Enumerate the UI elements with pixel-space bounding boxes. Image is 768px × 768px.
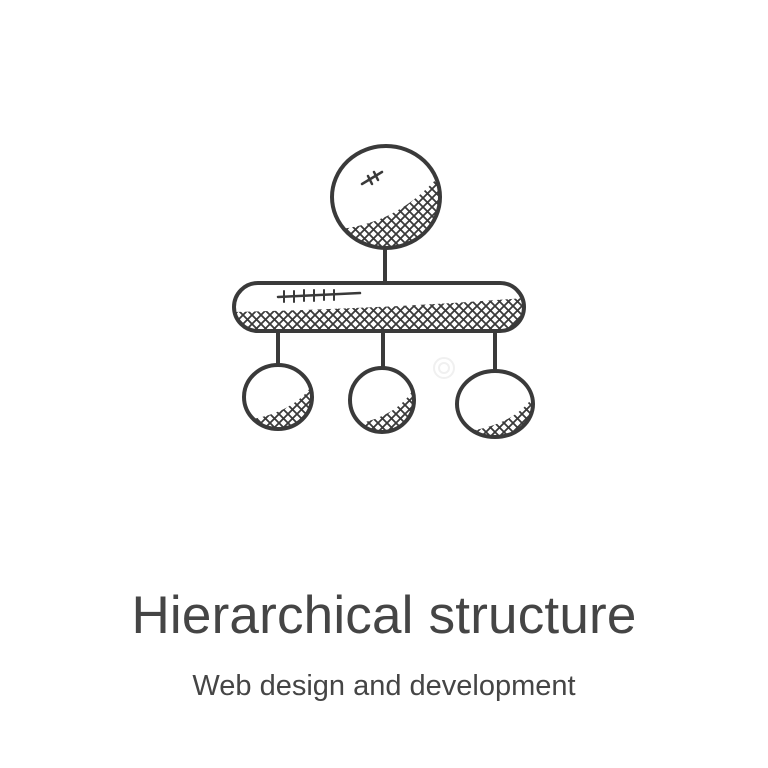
child-node-middle [348,366,416,434]
child-node-left [242,363,314,431]
icon-title: Hierarchical structure [131,586,637,645]
top-node [330,144,442,250]
hierarchy-diagram-icon [232,144,535,439]
child-node-right [455,369,535,439]
icon-category: Web design and development [192,670,576,702]
horizontal-bar [232,281,526,333]
